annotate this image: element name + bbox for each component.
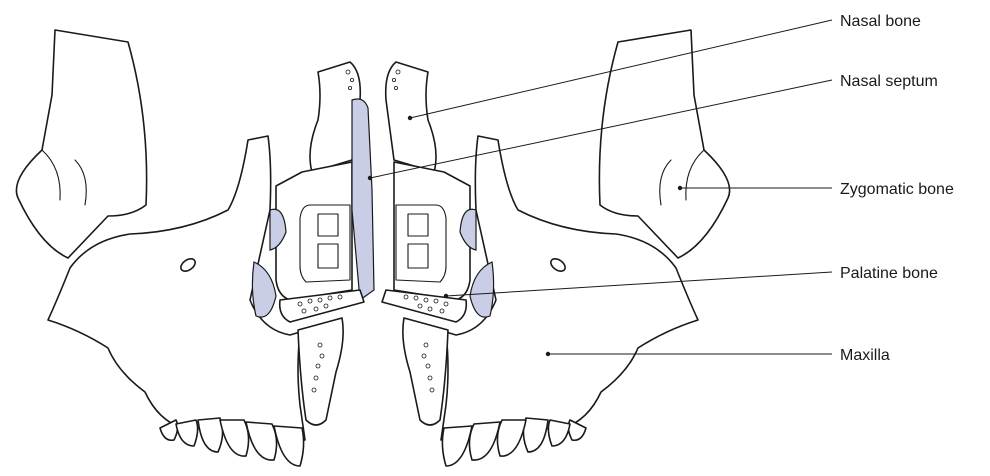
label-zygomatic-bone: Zygomatic bone	[840, 181, 954, 198]
label-nasal-septum: Nasal septum	[840, 73, 938, 90]
right-maxillary-sinus-lower	[470, 262, 494, 317]
left-alveolar-process	[298, 318, 343, 425]
left-nasal-cavity-frame	[276, 162, 352, 300]
right-half	[382, 30, 730, 466]
label-maxilla: Maxilla	[840, 347, 890, 364]
labels: Nasal bone Nasal septum Zygomatic bone P…	[840, 13, 954, 364]
right-nasal-cavity-frame	[394, 162, 470, 300]
left-maxillary-sinus-lower	[252, 262, 276, 317]
right-zygomatic-bone	[599, 30, 729, 258]
left-zygomatic-bone	[16, 30, 146, 258]
left-nasal-septum	[352, 99, 374, 300]
label-palatine-bone: Palatine bone	[840, 265, 938, 282]
label-nasal-bone: Nasal bone	[840, 13, 921, 30]
right-alveolar-process	[403, 318, 448, 425]
left-half	[16, 30, 374, 466]
